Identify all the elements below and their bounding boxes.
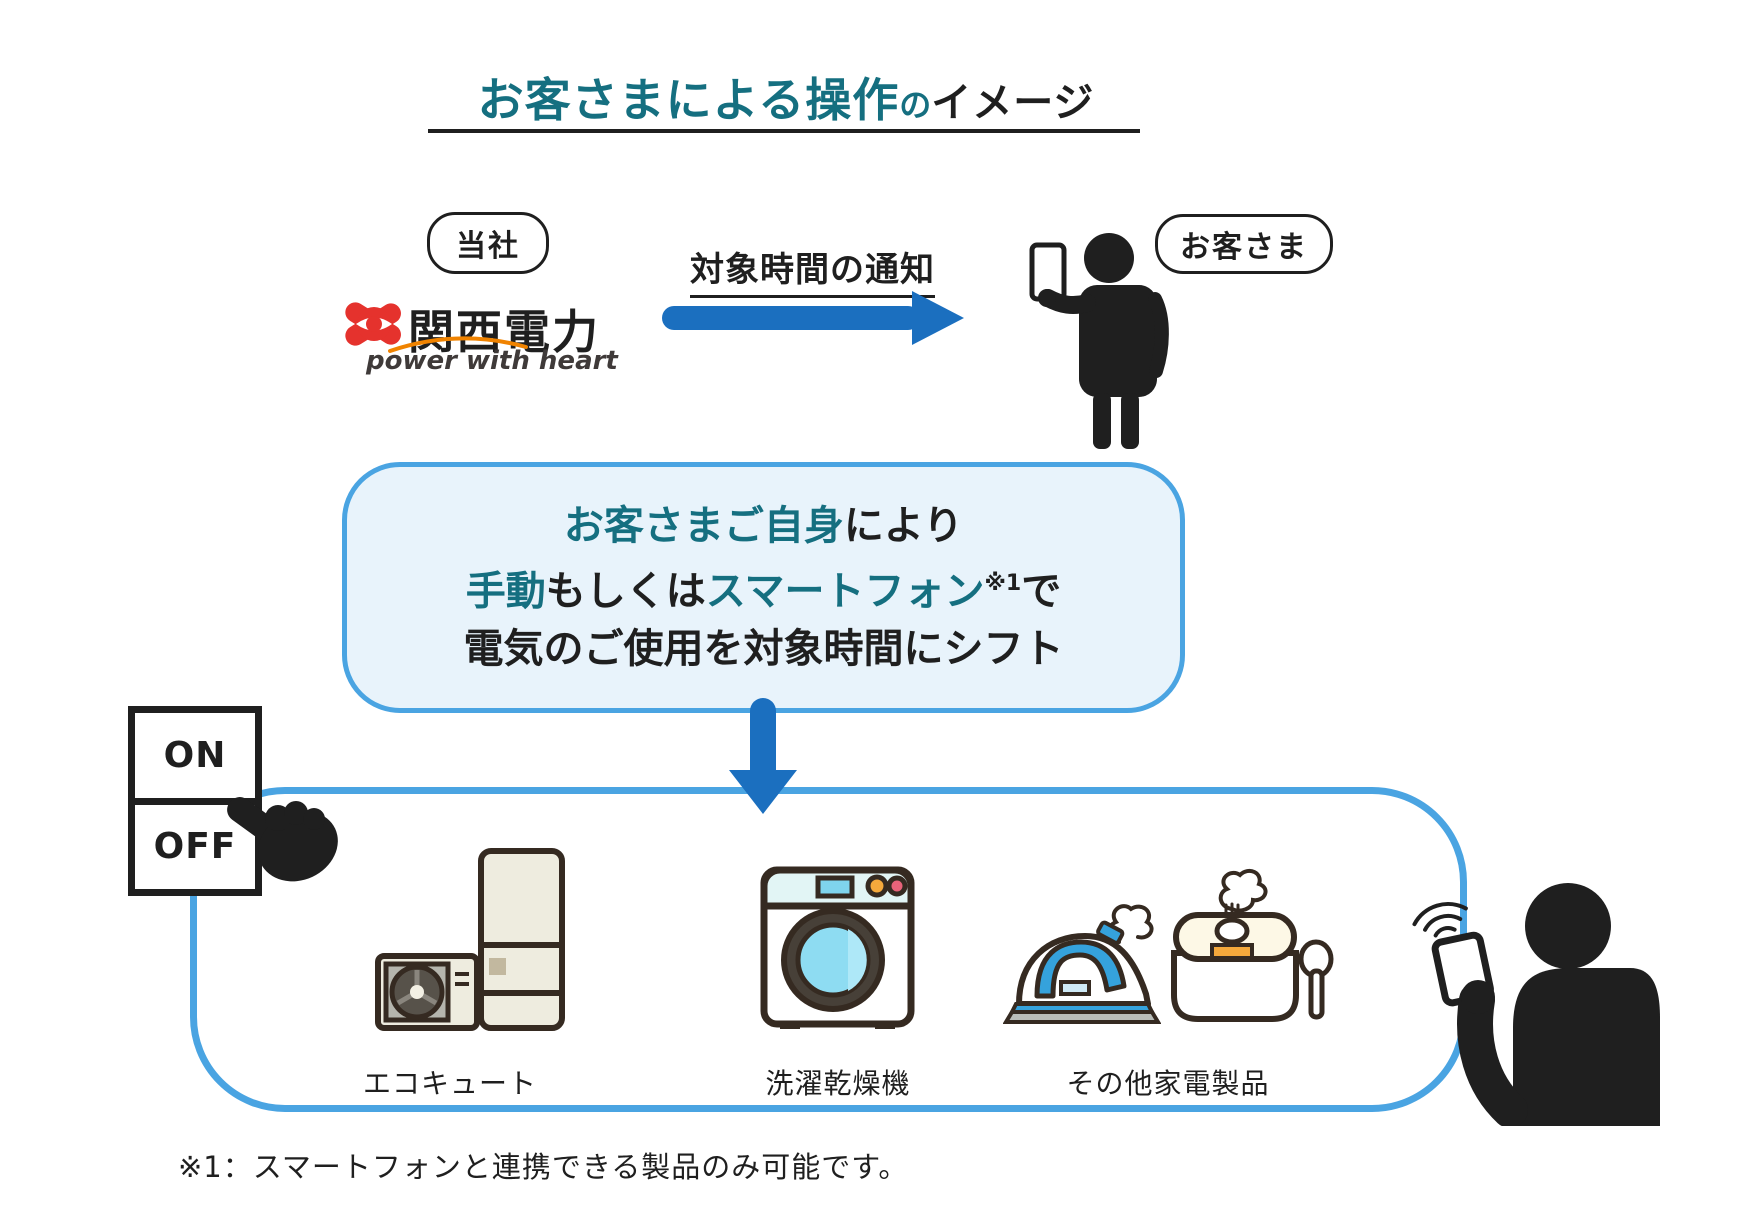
steam-iron-icon: [1003, 904, 1161, 1024]
action-line-1: お客さまご自身により: [347, 497, 1180, 555]
action-line2-manual: 手動: [465, 568, 546, 615]
customer-person-icon: [1029, 233, 1169, 449]
notification-label: 対象時間の通知: [690, 242, 935, 298]
arrow-head: [912, 291, 964, 345]
action-line-3: 電気のご使用を対象時間にシフト: [463, 626, 1064, 673]
other-appliances-label: その他家電製品: [1066, 1067, 1270, 1100]
page-title: お客さまによる操作のイメージ: [430, 64, 1142, 130]
on-off-switch-icon: ON OFF: [128, 706, 262, 896]
smartphone-user-icon: [1412, 883, 1660, 1126]
arrow-shaft: [662, 306, 920, 330]
switch-on-label: ON: [135, 713, 255, 805]
title-particle: の: [899, 86, 932, 124]
customer-badge: お客さま: [1155, 214, 1333, 274]
rice-cooker-icon: [1171, 868, 1334, 1022]
switch-off-label: OFF: [153, 826, 237, 868]
ecocute-icon: [375, 848, 565, 1031]
title-suffix: イメージ: [931, 80, 1095, 126]
arrow-head: [729, 770, 797, 814]
pointing-hand-icon: [227, 797, 338, 882]
kansai-electric-logo-mark-icon: [345, 298, 401, 350]
title-underline: [428, 129, 1140, 133]
washer-dryer-icon: [760, 866, 915, 1029]
action-line1-rest: により: [843, 503, 964, 549]
action-line2-smartphone: スマートフォン: [705, 568, 985, 615]
action-line2-or: もしくは: [545, 568, 706, 615]
footnote: ※1：スマートフォンと連携できる製品のみ可能です。: [178, 1150, 909, 1184]
arrow-shaft: [750, 698, 776, 774]
action-line2-de: で: [1021, 568, 1062, 615]
action-description-box: お客さまご自身により 手動もしくはスマートフォン※1で 電気のご使用を対象時間に…: [342, 462, 1185, 713]
logo-company-name: 関西電力: [408, 305, 600, 359]
logo-tagline: power with heart: [366, 346, 618, 376]
action-line-2: 手動もしくはスマートフォン※1で: [347, 555, 1180, 620]
action-line1-highlight: お客さまご自身: [563, 503, 844, 549]
washer-label: 洗濯乾燥機: [765, 1067, 911, 1100]
logo-tagline-arc-icon: [388, 336, 528, 353]
footnote-ref-mark: ※1: [984, 571, 1022, 596]
ecocute-label: エコキュート: [362, 1067, 537, 1100]
company-badge: 当社: [427, 212, 549, 274]
title-main: お客さまによる操作: [477, 73, 900, 127]
